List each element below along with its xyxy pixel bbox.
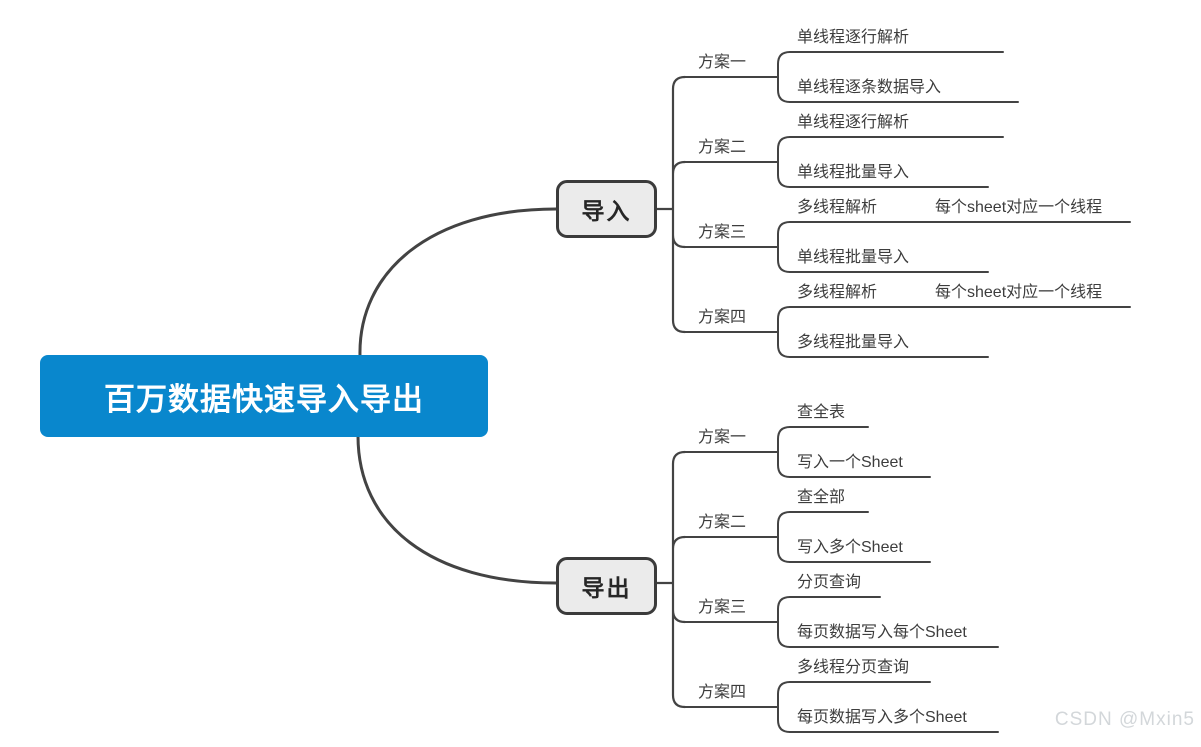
import-plan-3-step-1-note[interactable]: 每个sheet对应一个线程 (935, 199, 1103, 216)
export-plan-1-step-1[interactable]: 查全表 (797, 404, 846, 421)
export-plan-4[interactable]: 方案四 (698, 684, 747, 701)
import-plan-3-step-2[interactable]: 单线程批量导入 (797, 249, 910, 266)
watermark: CSDN @Mxin5 (1054, 709, 1195, 730)
import-plan-1[interactable]: 方案一 (698, 54, 747, 71)
export-spine (654, 450, 687, 709)
export-plan-1[interactable]: 方案一 (698, 429, 747, 446)
export-plan-3-step-1[interactable]: 分页查询 (797, 574, 862, 591)
import-spine (654, 75, 687, 334)
import-plan-4-step-2[interactable]: 多线程批量导入 (797, 334, 910, 351)
import-plan-2-step-1[interactable]: 单线程逐行解析 (797, 114, 910, 131)
import-plan-4-step-1[interactable]: 多线程解析 (797, 284, 878, 301)
export-plan-2-step-1[interactable]: 查全部 (797, 489, 846, 506)
export-plan-3-step-2[interactable]: 每页数据写入每个Sheet (797, 624, 967, 641)
import-plan-2-step-2[interactable]: 单线程批量导入 (797, 164, 910, 181)
import-plan-4[interactable]: 方案四 (698, 309, 747, 326)
export-plan-4-step-2[interactable]: 每页数据写入多个Sheet (797, 709, 967, 726)
import-plan-4-step-1-note[interactable]: 每个sheet对应一个线程 (935, 284, 1103, 301)
import-plan-1-step-2[interactable]: 单线程逐条数据导入 (797, 79, 942, 96)
export-plan-2[interactable]: 方案二 (698, 514, 747, 531)
import-plan-1-step-1[interactable]: 单线程逐行解析 (797, 29, 910, 46)
import-plan-3[interactable]: 方案三 (698, 224, 747, 241)
import-plan-2[interactable]: 方案二 (698, 139, 747, 156)
import-plan-3-step-1[interactable]: 多线程解析 (797, 199, 878, 216)
export-plan-1-step-2[interactable]: 写入一个Sheet (797, 454, 903, 471)
export-plan-lines (683, 451, 767, 708)
central-topic-node[interactable]: 百万数据快速导入导出 (40, 355, 488, 437)
export-forks (765, 426, 791, 733)
import-forks (765, 51, 791, 358)
export-plan-4-step-1[interactable]: 多线程分页查询 (797, 659, 910, 676)
export-plan-2-step-2[interactable]: 写入多个Sheet (797, 539, 903, 556)
branch-node-import[interactable]: 导入 (556, 180, 657, 238)
export-plan-3[interactable]: 方案三 (698, 599, 747, 616)
root-to-import-curve (358, 207, 558, 358)
import-plan-lines (683, 76, 767, 333)
branch-node-export[interactable]: 导出 (556, 557, 657, 615)
root-to-export-curve (356, 434, 558, 585)
